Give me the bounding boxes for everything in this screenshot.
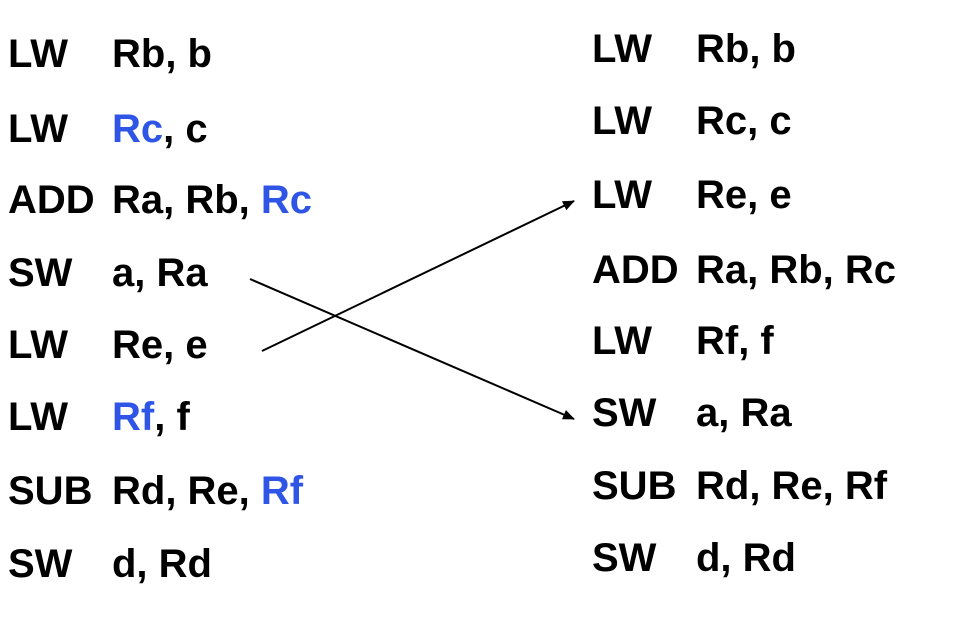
operand-text: Rb, b (696, 27, 796, 71)
operands: Rf, f (112, 392, 190, 442)
operand-text: d, Rd (696, 536, 796, 580)
opcode: ADD (8, 178, 95, 222)
opcode: SW (8, 542, 73, 586)
operand-text: , f (154, 395, 190, 439)
operand-text: Re, e (112, 323, 208, 367)
operand-text: Re, e (696, 173, 792, 217)
operands: a, Ra (112, 248, 208, 298)
opcode: SUB (8, 469, 93, 513)
operand-text: Ra, Rb, (112, 178, 261, 222)
opcode: LW (8, 395, 68, 439)
operands: d, Rd (112, 539, 212, 589)
operand-text: Rb (112, 32, 166, 76)
operands: Rc, c (112, 104, 208, 154)
opcode: ADD (592, 248, 679, 292)
operands: Rf, f (696, 316, 774, 366)
opcode: LW (8, 323, 68, 367)
highlighted-register: Rc (260, 178, 313, 222)
operand-text: , b (165, 32, 212, 76)
operand-text: Rd, Re, (112, 469, 261, 513)
opcode: LW (592, 173, 652, 217)
operands: Ra, Rb, Rc (112, 175, 312, 225)
operands: Re, e (112, 320, 208, 370)
operands: Rd, Re, Rf (696, 461, 887, 511)
opcode: LW (592, 27, 652, 71)
operand-text: Ra, Rb, Rc (696, 248, 897, 292)
operand-text: a, Ra (696, 391, 792, 435)
opcode: LW (8, 107, 68, 151)
opcode: SW (592, 391, 657, 435)
operands: d, Rd (696, 533, 796, 583)
opcode: SW (8, 251, 73, 295)
opcode: LW (592, 319, 652, 363)
highlighted-register: Rc (112, 107, 164, 151)
opcode: LW (8, 32, 68, 76)
operands: Rb, b (112, 29, 212, 79)
operands: Rd, Re, Rf (112, 466, 303, 516)
operand-text: a, Ra (112, 251, 208, 295)
operands: a, Ra (696, 388, 792, 438)
operand-text: d, Rd (112, 542, 212, 586)
operand-text: , c (163, 107, 208, 151)
operands: Rb, b (696, 24, 796, 74)
operand-text: Rd, Re, Rf (696, 464, 888, 508)
highlighted-register: Rf (112, 395, 155, 439)
highlighted-register: Rf (260, 469, 304, 513)
opcode: LW (592, 99, 652, 143)
opcode: SW (592, 536, 657, 580)
move-arrow-2 (249, 278, 575, 420)
operands: Rc, c (696, 96, 792, 146)
move-arrow-1 (261, 200, 575, 352)
operand-text: Rc, c (696, 99, 792, 143)
operands: Re, e (696, 170, 792, 220)
operand-text: Rf, f (696, 319, 774, 363)
operands: Ra, Rb, Rc (696, 245, 896, 295)
opcode: SUB (592, 464, 677, 508)
